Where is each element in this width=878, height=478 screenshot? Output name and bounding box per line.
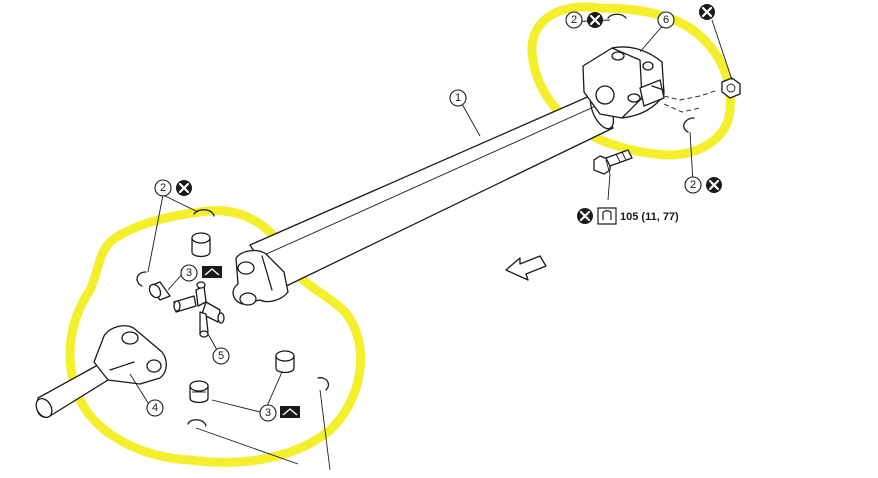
nut-non-reusable-mark bbox=[699, 4, 715, 20]
highlight-loop-front bbox=[527, 2, 735, 160]
callout-5: 5 bbox=[212, 347, 230, 365]
torque-spec: 105 (11, 77) bbox=[577, 207, 679, 225]
front-direction-arrow-icon bbox=[505, 255, 547, 281]
snap-ring-rear-left bbox=[136, 271, 147, 287]
callout-3-upper-label: 3 bbox=[186, 267, 192, 279]
highlight-loop-rear bbox=[65, 206, 366, 467]
callout-3-lower: 3 bbox=[259, 404, 300, 422]
callout-5-label: 5 bbox=[218, 350, 224, 362]
callout-2-rear-label: 2 bbox=[160, 182, 166, 194]
flange-bolt bbox=[593, 149, 633, 175]
callout-3-lower-label: 3 bbox=[265, 407, 271, 419]
grease-icon bbox=[202, 266, 222, 278]
callout-1-label: 1 bbox=[455, 92, 461, 104]
tube-yoke-rear bbox=[232, 249, 289, 306]
callout-6-label: 6 bbox=[663, 14, 669, 26]
callout-2-front-top-label: 2 bbox=[571, 14, 577, 26]
callout-1: 1 bbox=[449, 89, 467, 107]
callout-2-rear: 2 bbox=[154, 179, 192, 197]
snap-ring-rear-bottom bbox=[187, 419, 207, 427]
callout-4-label: 4 bbox=[152, 402, 158, 414]
snap-ring-front-side bbox=[683, 117, 695, 133]
snap-ring-front-top bbox=[607, 13, 627, 19]
leader-lines bbox=[129, 19, 733, 471]
torque-value: 105 (11, 77) bbox=[620, 211, 679, 223]
bearing-cap-top bbox=[191, 232, 211, 258]
callout-2-front-side: 2 bbox=[684, 176, 722, 194]
bearing-cap-right bbox=[275, 350, 295, 374]
callout-6: 6 bbox=[657, 11, 675, 29]
front-nut bbox=[721, 77, 741, 99]
flange-yoke-front bbox=[582, 46, 665, 119]
callout-4: 4 bbox=[146, 399, 164, 417]
slip-yoke bbox=[35, 325, 167, 418]
snap-ring-rear-top bbox=[193, 209, 215, 217]
snap-ring-rear-right bbox=[317, 377, 330, 391]
grease-icon bbox=[280, 406, 300, 418]
callout-3-upper: 3 bbox=[180, 264, 222, 282]
driveshaft-tube bbox=[249, 92, 615, 291]
callout-2-front-side-label: 2 bbox=[690, 179, 696, 191]
universal-joint-spider bbox=[173, 281, 225, 338]
bearing-cap-bottom bbox=[189, 380, 209, 404]
dashed-leader-front bbox=[663, 89, 719, 113]
callout-2-front-top: 2 bbox=[565, 11, 603, 29]
bearing-cap-left bbox=[148, 281, 171, 301]
